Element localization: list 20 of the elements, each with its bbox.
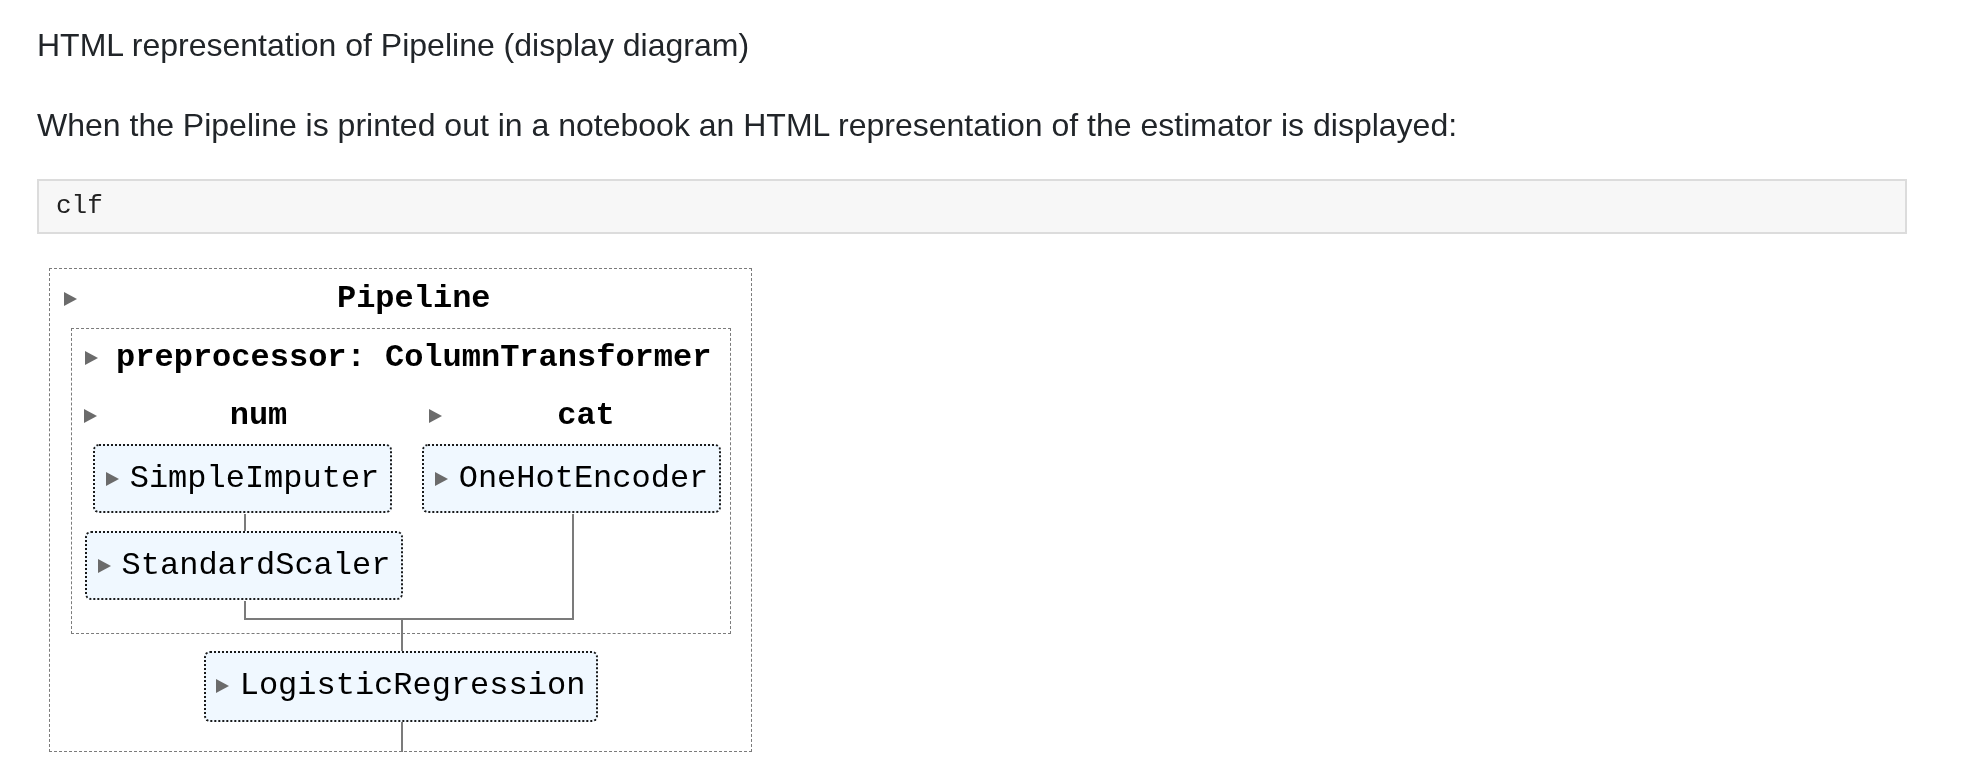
estimator-name: StandardScaler — [121, 547, 391, 584]
connector-line — [401, 721, 403, 753]
heading: HTML representation of Pipeline (display diagram) — [37, 26, 750, 64]
estimator-name: SimpleImputer — [129, 460, 380, 497]
dashed-container — [70, 327, 731, 634]
code-block: clf — [37, 179, 1907, 234]
connector-line — [244, 513, 246, 533]
container-title: preprocessor: ColumnTransformer — [116, 340, 712, 376]
estimator-box — [93, 444, 392, 513]
dashed-container — [49, 268, 752, 752]
estimator-name: OneHotEncoder — [458, 460, 709, 497]
estimator-box — [422, 444, 721, 513]
estimator-name: LogisticRegression — [239, 668, 586, 704]
estimator-box — [203, 650, 598, 722]
column-label: num — [229, 398, 288, 434]
estimator-box — [85, 531, 403, 600]
column-label: cat — [557, 398, 615, 434]
paragraph: When the Pipeline is printed out in a notebook an HTML representation of the estimator is displayed: — [37, 106, 1458, 144]
connector-line — [401, 513, 574, 652]
container-title: Pipeline — [336, 280, 491, 317]
